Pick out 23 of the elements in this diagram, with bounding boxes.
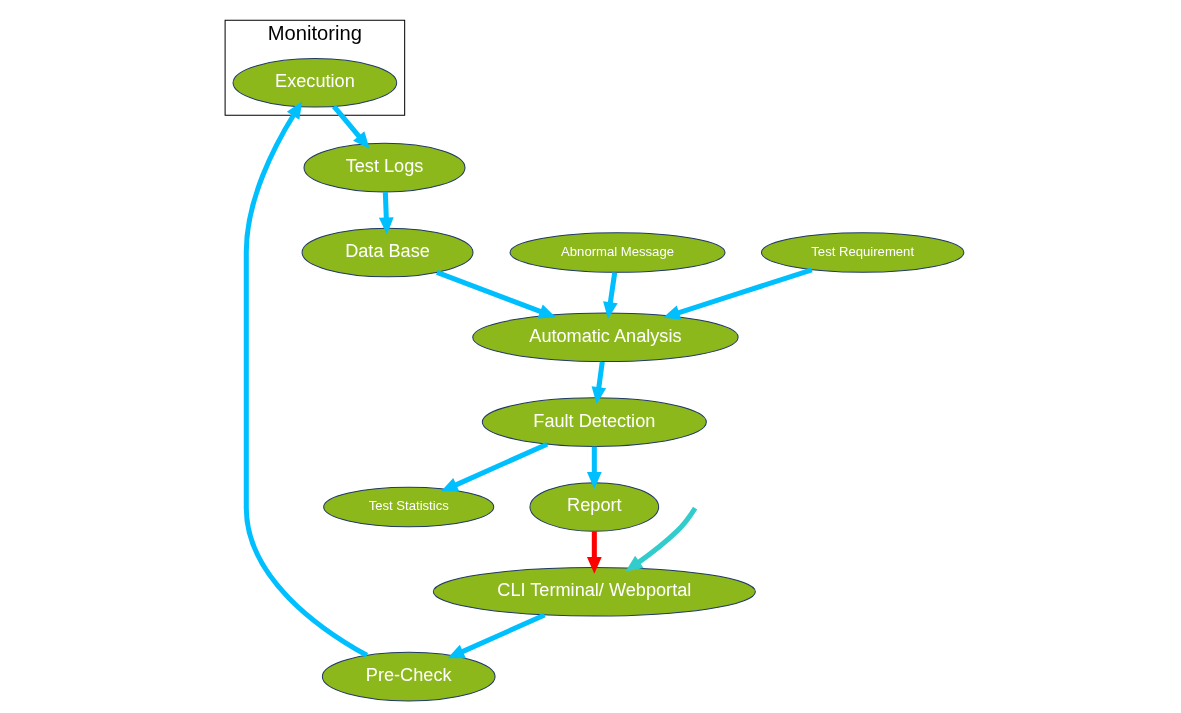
node-ellipse: Automatic Analysis <box>472 312 739 363</box>
arrow <box>440 441 549 492</box>
node-ellipse: Execution <box>232 58 398 108</box>
node-ellipse: Test Requirement <box>760 232 965 273</box>
node-ellipse: Abnormal Message <box>509 232 726 273</box>
arrow <box>591 361 607 405</box>
arrow <box>603 272 618 319</box>
node-ellipse: Test Statistics <box>323 486 495 528</box>
arrow <box>447 612 546 659</box>
node-ellipse: Pre-Check <box>321 651 496 702</box>
node-ellipse: CLI Terminal/ Webportal <box>432 566 756 617</box>
node-ellipse: Data Base <box>301 227 474 278</box>
node-ellipse: Test Logs <box>303 142 466 193</box>
arrow <box>436 269 556 319</box>
arrow <box>586 446 602 489</box>
arrow <box>378 192 394 235</box>
arrow <box>586 531 602 574</box>
node-ellipse: Fault Detection <box>481 397 707 447</box>
node-ellipse: Report <box>529 482 660 532</box>
arrow <box>243 101 369 658</box>
arrow <box>331 104 370 149</box>
arrow <box>625 506 698 572</box>
arrow <box>662 267 813 320</box>
